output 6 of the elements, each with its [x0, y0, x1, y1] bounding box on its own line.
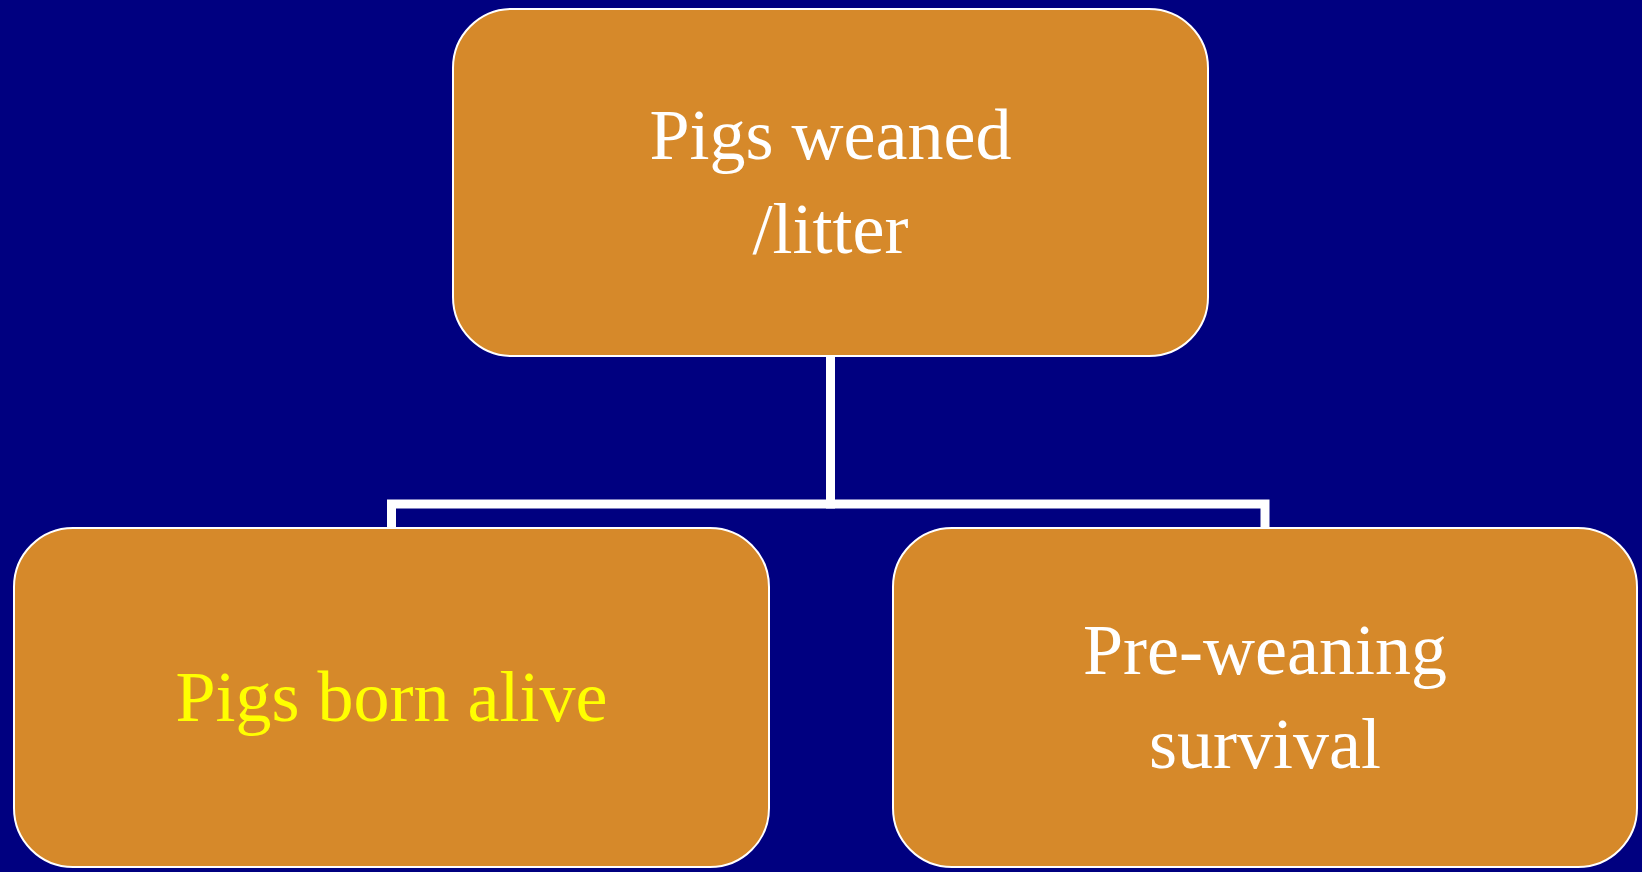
rounded-box	[452, 8, 1209, 357]
box-label: Pigs weaned /litter	[648, 93, 1013, 271]
box-label: Pre-weaning survival	[1082, 608, 1448, 786]
rounded-box	[13, 527, 770, 868]
box-label: Pigs born alive	[175, 655, 608, 739]
rounded-box	[892, 527, 1638, 868]
